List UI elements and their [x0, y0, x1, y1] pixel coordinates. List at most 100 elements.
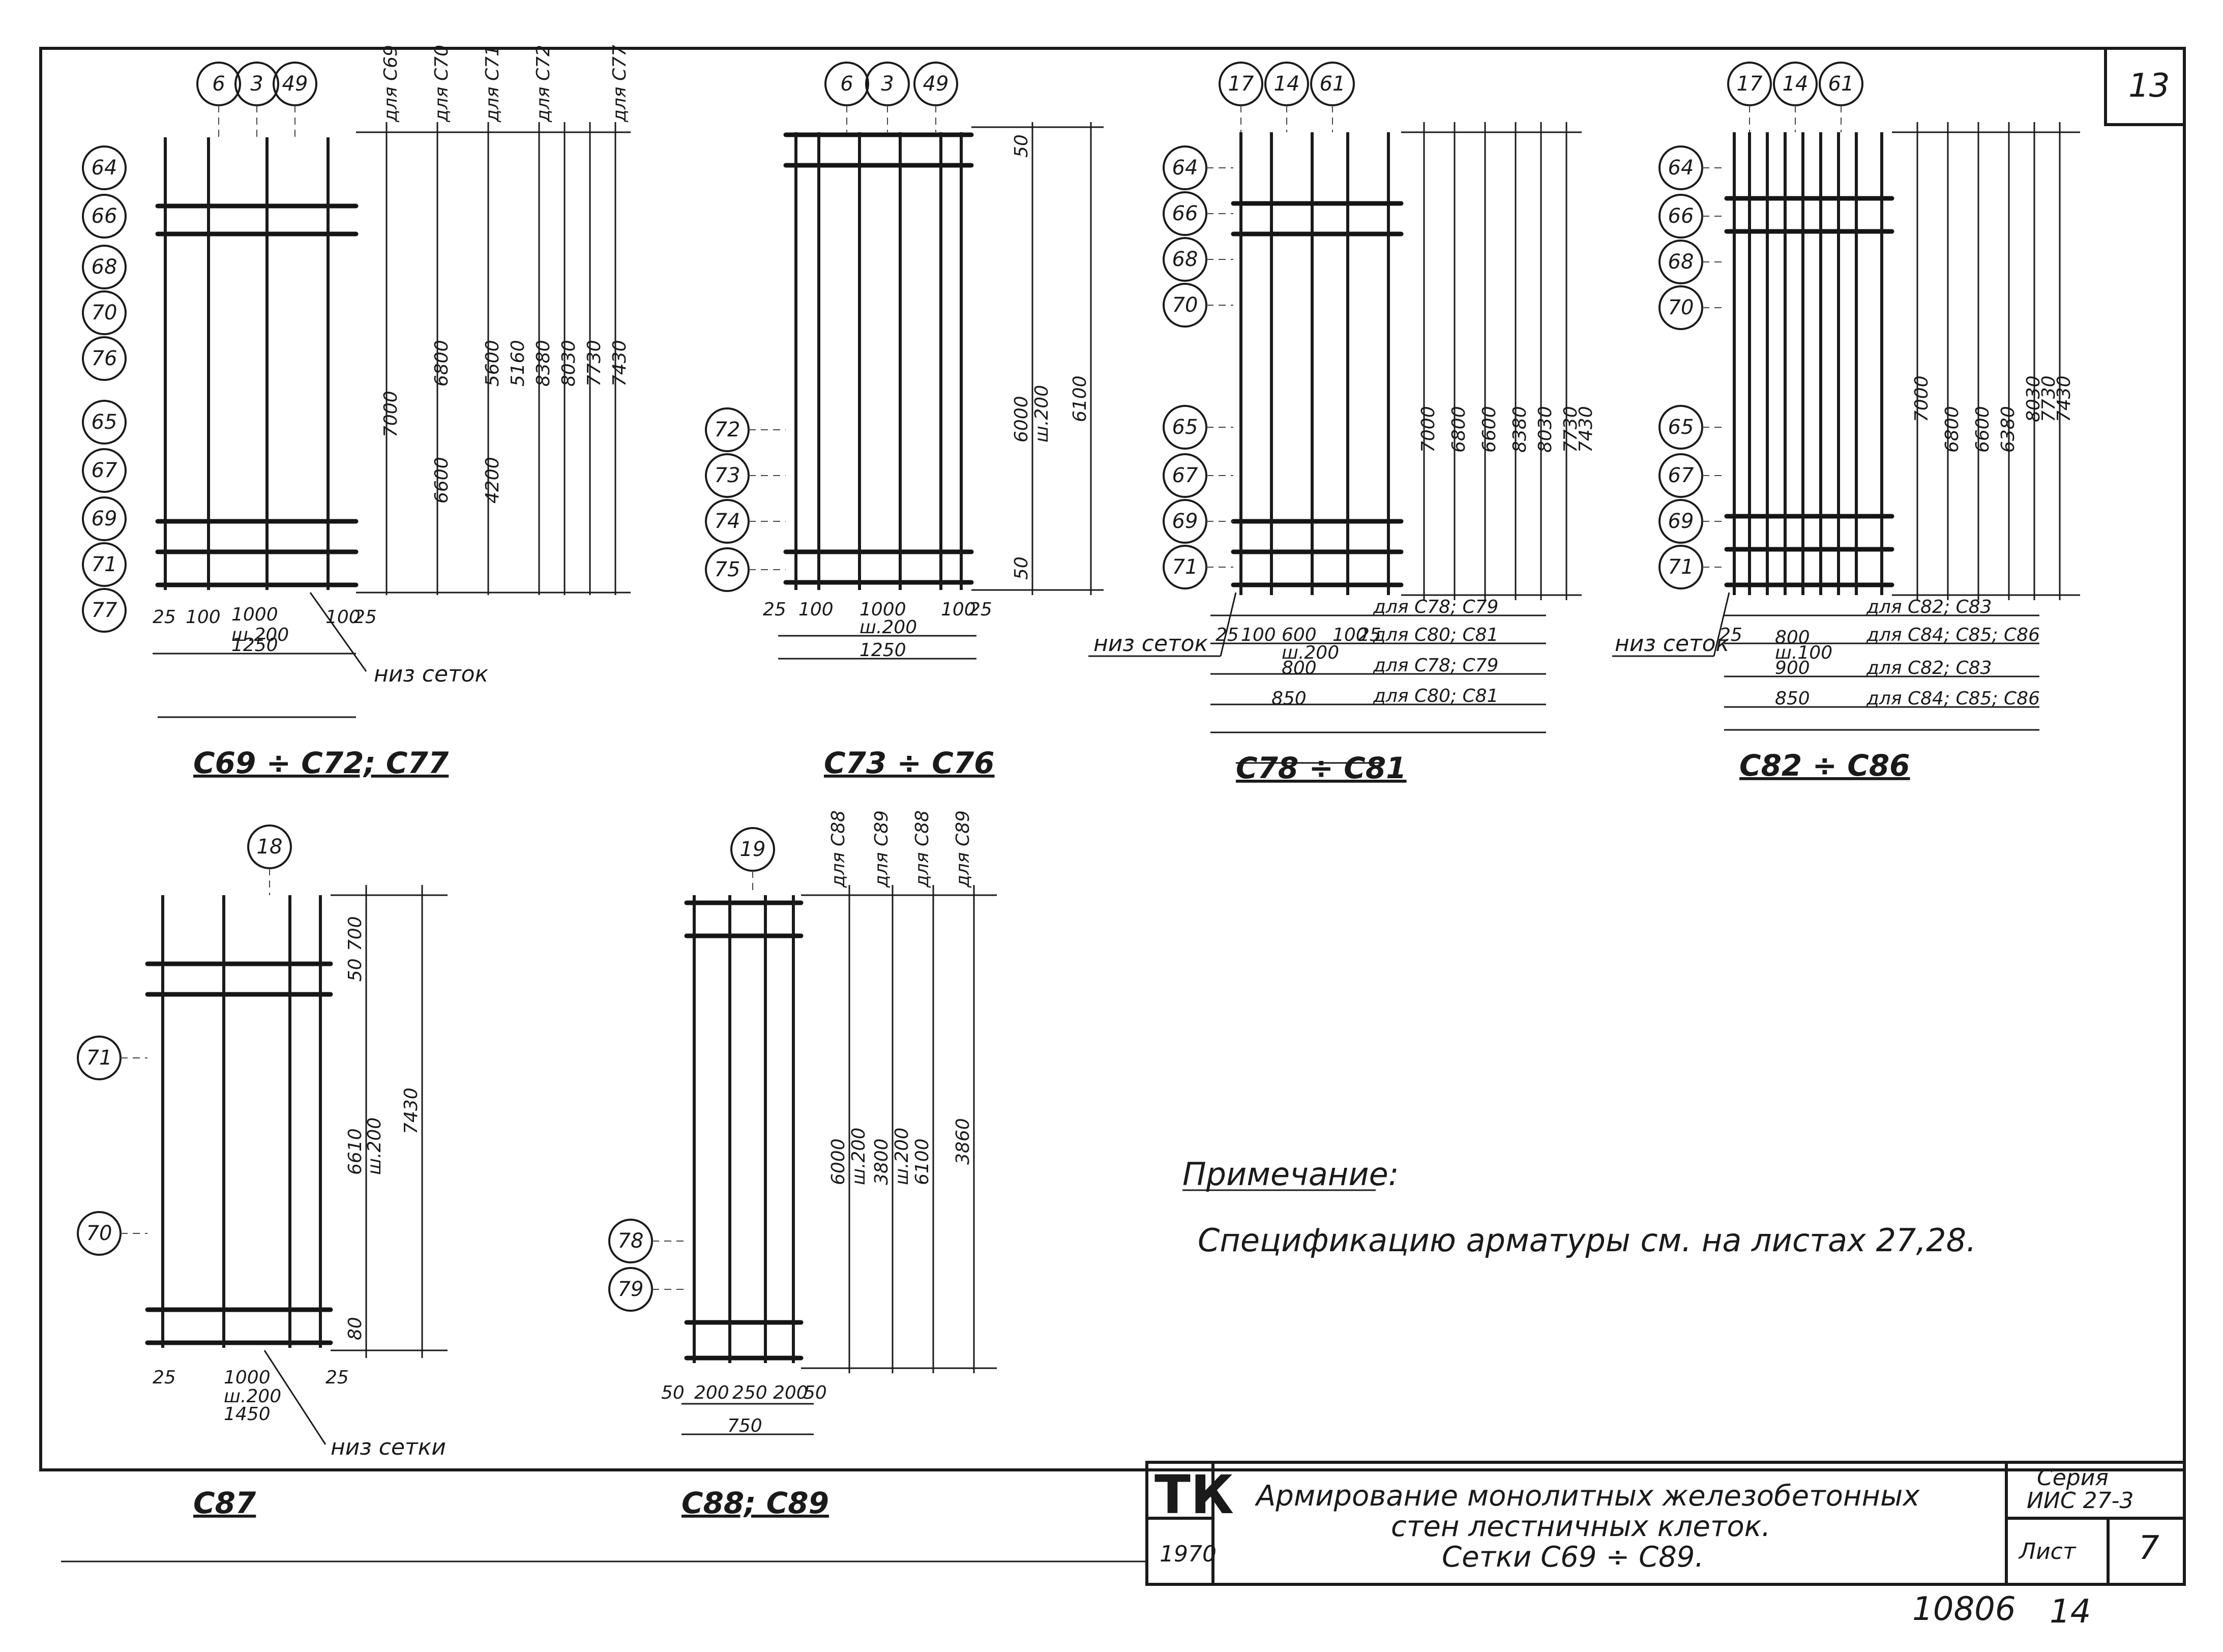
mark-circle	[82, 496, 127, 541]
title-line-3: Сетки С69 ÷ С89.	[1442, 1541, 1704, 1574]
svg-text:1450: 1450	[224, 1404, 271, 1425]
mark-number: 65	[1668, 416, 1694, 439]
svg-text:200: 200	[694, 1382, 729, 1403]
position-mark: 67	[82, 448, 127, 493]
mark-number: 72	[715, 418, 740, 441]
mark-number: 79	[618, 1278, 644, 1301]
svg-text:50: 50	[1011, 556, 1032, 580]
svg-text:100: 100	[1241, 625, 1276, 645]
tk-stamp: ТК	[1154, 1464, 1234, 1526]
position-mark: 3	[865, 62, 910, 106]
mark-number: 69	[1172, 510, 1198, 533]
mark-number: 71	[92, 553, 117, 576]
svg-text:6800: 6800	[1942, 406, 1963, 453]
mark-number: 67	[1172, 464, 1198, 487]
svg-text:7430: 7430	[1576, 406, 1596, 453]
mark-number: 67	[92, 459, 117, 482]
net-c82-c86: 7000 6800 6600 6380 8030 7730 7430 для С…	[1612, 122, 2080, 783]
mark-number: 77	[92, 599, 117, 622]
page-number: 10806	[1912, 1590, 2016, 1628]
position-mark: 74	[705, 499, 750, 544]
mark-number: 49	[923, 72, 949, 96]
position-mark: 14	[1773, 62, 1818, 106]
svg-text:для С78; С79: для С78; С79	[1373, 655, 1498, 676]
mark-number: 19	[740, 838, 766, 861]
mark-number: 65	[92, 410, 117, 434]
position-mark: 70	[77, 1211, 122, 1256]
mark-number: 14	[1783, 72, 1809, 96]
svg-text:7000: 7000	[1418, 406, 1439, 453]
svg-text:25: 25	[1719, 625, 1742, 645]
svg-text:25: 25	[969, 599, 992, 620]
net-c88-c89: для С88 для С89 для С88 для С89 6000 ш.2…	[661, 810, 997, 1520]
svg-text:50: 50	[661, 1382, 685, 1403]
mark-number: 6	[212, 72, 225, 96]
position-mark: 6	[824, 62, 869, 106]
svg-text:750: 750	[727, 1415, 762, 1436]
position-mark: 69	[82, 496, 127, 541]
position-mark: 71	[1163, 545, 1207, 589]
svg-text:ш.200: ш.200	[1031, 385, 1052, 442]
mark-number: 68	[1172, 248, 1198, 271]
mark-number: 64	[1668, 156, 1694, 180]
svg-text:80: 80	[345, 1317, 366, 1340]
svg-text:5600: 5600	[482, 340, 503, 387]
position-mark: 68	[1163, 237, 1207, 282]
svg-text:3860: 3860	[953, 1118, 973, 1165]
series-value: ИИС 27-3	[2027, 1488, 2133, 1514]
page-suffix: 14	[2050, 1593, 2091, 1631]
mark-number: 68	[1668, 250, 1694, 274]
svg-text:100: 100	[798, 599, 834, 620]
position-mark: 17	[1219, 62, 1263, 106]
svg-text:6000: 6000	[1011, 396, 1032, 442]
svg-text:800: 800	[1282, 658, 1317, 678]
position-mark: 61	[1819, 62, 1863, 106]
svg-text:250: 250	[732, 1382, 767, 1403]
mark-number: 78	[618, 1229, 644, 1253]
mark-number: 65	[1172, 416, 1198, 439]
position-mark: 67	[1658, 453, 1703, 498]
series-label: Серия	[2037, 1465, 2109, 1491]
svg-text:6100: 6100	[912, 1138, 933, 1185]
svg-text:ш.200: ш.200	[231, 625, 289, 645]
position-mark: 66	[1163, 191, 1207, 236]
mark-number: 61	[1828, 72, 1854, 96]
position-mark: 3	[234, 62, 279, 106]
sheet-number: 7	[2139, 1529, 2159, 1567]
position-mark: 66	[82, 194, 127, 239]
svg-text:8380: 8380	[533, 340, 554, 387]
position-mark: 64	[1163, 145, 1207, 190]
position-mark: 66	[1658, 194, 1703, 239]
svg-text:5160: 5160	[508, 340, 528, 387]
svg-text:25: 25	[353, 607, 377, 628]
longitudinal-rods	[161, 132, 1883, 1363]
svg-text:ш.200: ш.200	[859, 617, 917, 638]
svg-text:ш.100: ш.100	[1775, 642, 1832, 663]
svg-text:850: 850	[1271, 688, 1307, 709]
svg-text:6800: 6800	[1448, 406, 1469, 453]
mark-number: 66	[1172, 202, 1198, 225]
position-mark: 79	[608, 1267, 653, 1312]
svg-text:для С80; С81: для С80; С81	[1373, 686, 1498, 706]
position-mark: 69	[1658, 499, 1703, 544]
position-mark: 17	[1727, 62, 1772, 106]
svg-text:6800: 6800	[431, 340, 452, 387]
svg-text:6100: 6100	[1070, 375, 1090, 422]
mark-number: 75	[715, 558, 740, 581]
mark-number: 49	[282, 72, 308, 96]
svg-text:для С89: для С89	[953, 810, 973, 888]
mark-number: 76	[92, 347, 117, 370]
mark-number: 6	[840, 72, 853, 96]
svg-text:для С82; С83: для С82; С83	[1866, 658, 1992, 678]
position-mark: 49	[913, 62, 958, 106]
position-mark: 19	[730, 827, 775, 872]
position-mark: 78	[608, 1219, 653, 1263]
position-mark: 70	[1163, 283, 1207, 328]
net-caption: С73 ÷ С76	[824, 746, 995, 780]
svg-text:6610: 6610	[345, 1128, 366, 1175]
svg-text:1000: 1000	[231, 604, 278, 625]
svg-text:для С88: для С88	[912, 810, 933, 888]
mark-number: 18	[257, 835, 283, 859]
